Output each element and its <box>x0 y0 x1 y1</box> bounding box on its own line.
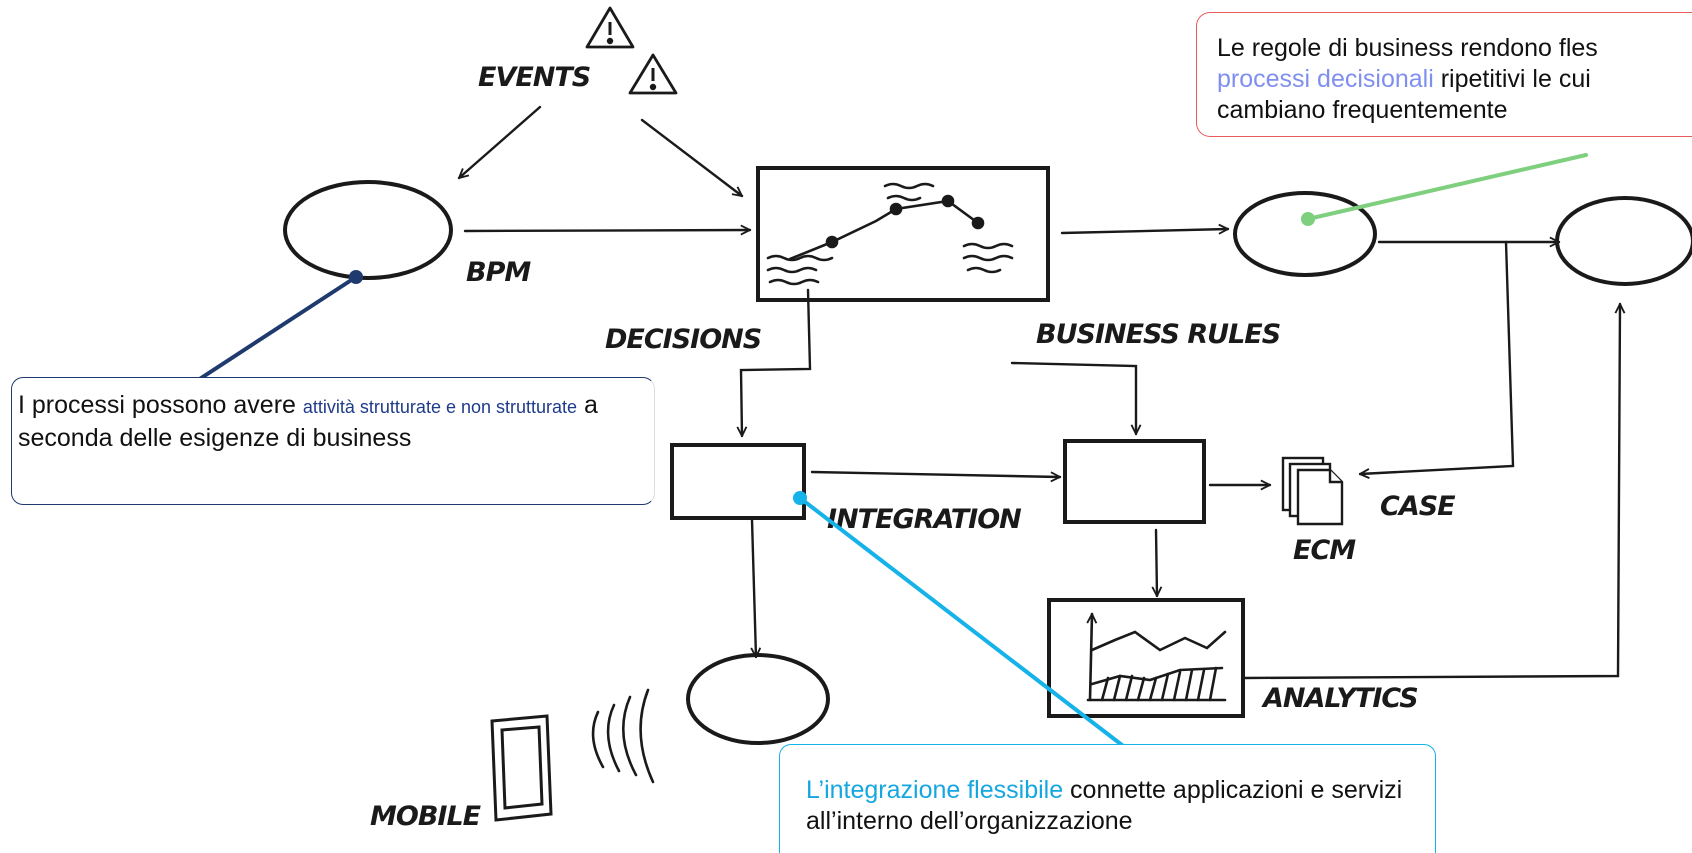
label-integration: INTEGRATION <box>827 504 1022 535</box>
callout-business-rules: Le regole di business rendono fles proce… <box>1196 12 1692 137</box>
callout-rules-line-1: Le regole di business rendono fles <box>1217 34 1598 62</box>
callout-processes-intro: I processi possono avere <box>18 391 303 419</box>
wireless-signal-icon <box>591 688 655 784</box>
analytics-chart-sketch <box>1088 612 1227 702</box>
connector-processes-callout <box>190 275 358 386</box>
connector-integration-callout <box>798 496 1137 757</box>
mobile-device-icon <box>490 714 553 822</box>
callout-processes: I processi possono avere attività strutt… <box>11 377 655 505</box>
callout-rules-highlight: processi decisionali <box>1217 65 1434 93</box>
label-events: EVENTS <box>478 62 590 93</box>
label-mobile: MOBILE <box>370 801 482 832</box>
callout-integration: L’integrazione flessibile connette appli… <box>779 744 1436 853</box>
document-stack-icon <box>1281 456 1344 526</box>
decision-chart-sketch <box>766 182 1014 286</box>
arrow-business-rules-to-box <box>1010 361 1136 436</box>
arrow-decisions-to-integration <box>741 288 812 438</box>
label-bpm: BPM <box>466 257 531 288</box>
label-business-rules: BUSINESS RULES <box>1036 319 1280 350</box>
callout-integration-rest: connette applicazioni e servizi all’inte… <box>806 776 1403 835</box>
callout-processes-highlight: attività strutturate e non strutturate <box>302 397 578 417</box>
analytics-box <box>1047 598 1245 718</box>
callout-processes-rest: a seconda delle esigenze di business <box>18 391 598 452</box>
callout-rules-line-3: cambiano frequentemente <box>1217 96 1508 124</box>
label-decisions: DECISIONS <box>605 324 761 355</box>
callout-rules-line-2: ripetitivi le cui <box>1433 65 1591 93</box>
business-rules-box <box>1063 439 1206 524</box>
bpm-process-node <box>283 180 453 280</box>
arrow-box-to-analytics <box>1156 528 1157 598</box>
connector-rules-callout <box>1306 153 1588 221</box>
arrow-events-to-bpm <box>459 105 542 178</box>
arrow-decision-to-rules <box>1060 229 1230 233</box>
mobile-node <box>686 653 830 745</box>
label-case: CASE <box>1380 491 1456 522</box>
arrow-analytics-to-right-oval <box>1243 302 1620 680</box>
label-analytics: ANALYTICS <box>1261 683 1418 714</box>
callout-integration-highlight: L’integrazione flessibile <box>806 776 1064 804</box>
integration-box <box>670 443 806 520</box>
warning-icon <box>628 53 678 95</box>
warning-icon <box>585 6 635 49</box>
arrow-events-to-decision <box>640 118 742 196</box>
arrow-bpm-to-decision <box>463 230 752 231</box>
decision-box <box>756 166 1050 302</box>
arrow-integration-to-box <box>810 470 1062 477</box>
label-ecm: ECM <box>1293 535 1356 566</box>
right-output-node <box>1555 196 1692 286</box>
arrow-integration-to-mobile <box>752 518 756 659</box>
business-rules-node <box>1233 191 1377 277</box>
arrow-rules-to-ecm <box>1360 240 1515 474</box>
